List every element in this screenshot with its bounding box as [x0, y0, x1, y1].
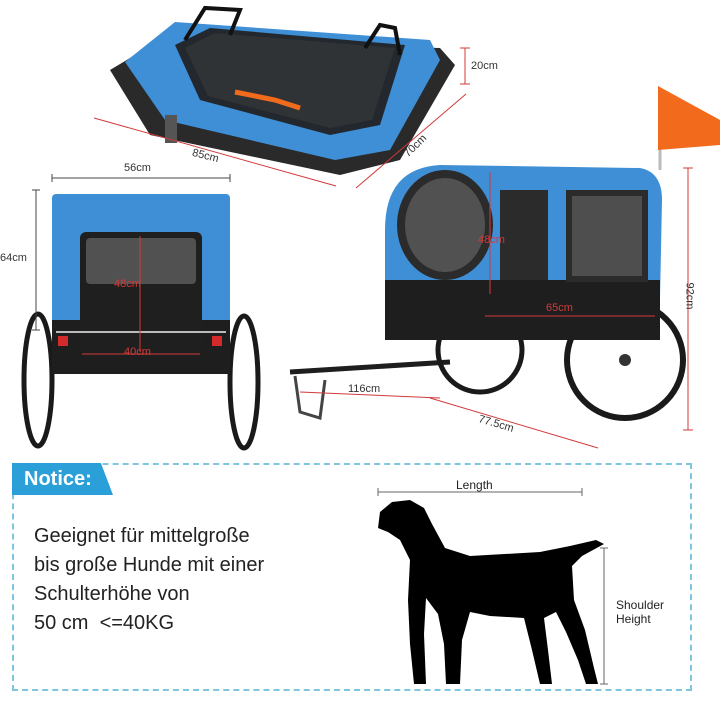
- rear-wheel-left: [21, 311, 55, 449]
- notice-line-4: 50 cm <=40KG: [34, 612, 175, 634]
- side-view-trailer: [289, 86, 720, 449]
- side-window-rear-mesh: [572, 196, 642, 276]
- rear-door-mesh: [86, 238, 196, 284]
- dim-top-height: 20cm: [471, 60, 498, 72]
- rear-light-left: [58, 336, 68, 346]
- tow-strap: [293, 375, 327, 420]
- rear-wheel-right: [227, 313, 261, 451]
- top-trailer-handle-right: [363, 22, 402, 56]
- side-front-mesh: [405, 178, 485, 272]
- dog-length-label: Length: [456, 478, 493, 492]
- tow-bar: [289, 359, 451, 375]
- top-trailer-handle-left: [183, 5, 243, 42]
- rear-view-trailer: [21, 174, 261, 451]
- top-trailer-strap: [234, 89, 301, 111]
- dim-side-inner-height: 48cm: [478, 234, 505, 246]
- dim-side-inner-width: 65cm: [546, 302, 573, 314]
- top-dimension-lines: [93, 47, 470, 189]
- side-window-middle: [500, 190, 548, 280]
- side-dimension-lines: [299, 167, 693, 449]
- notice-line-1: Geeignet für mittelgroße: [34, 525, 250, 547]
- rear-dimension-lines: [32, 174, 231, 331]
- notice-tab: Notice:: [12, 463, 113, 495]
- dim-rear-inner-width: 40cm: [124, 346, 151, 358]
- dim-rear-inner-height: 48cm: [114, 278, 141, 290]
- top-trailer-spring: [165, 115, 177, 143]
- dog-shoulder-label-1: Shoulder: [616, 598, 665, 612]
- side-trailer-base: [385, 280, 660, 340]
- notice-box: [12, 463, 692, 691]
- dim-rear-width: 56cm: [124, 162, 151, 174]
- dog-shoulder-label-2: Height: [616, 612, 651, 626]
- rear-inner-dimension-lines: [82, 236, 200, 355]
- dog-silhouette: [378, 500, 604, 684]
- safety-flag: [658, 86, 720, 150]
- top-view-trailer: [93, 5, 470, 189]
- dim-side-total-height: 92cm: [683, 282, 696, 310]
- rear-light-right: [212, 336, 222, 346]
- notice-line-3: Schulterhöhe von: [34, 583, 190, 605]
- top-trailer-mesh-inner: [185, 33, 395, 128]
- notice-line-2: bis große Hunde mit einer: [34, 554, 265, 576]
- notice-text: Geeignet für mittelgroße bis große Hunde…: [34, 522, 364, 638]
- dim-rear-height: 64cm: [0, 252, 27, 264]
- side-wheel-front-hub: [619, 354, 631, 366]
- dim-side-total-length: 116cm: [348, 383, 381, 395]
- dog-diagram: [377, 488, 608, 685]
